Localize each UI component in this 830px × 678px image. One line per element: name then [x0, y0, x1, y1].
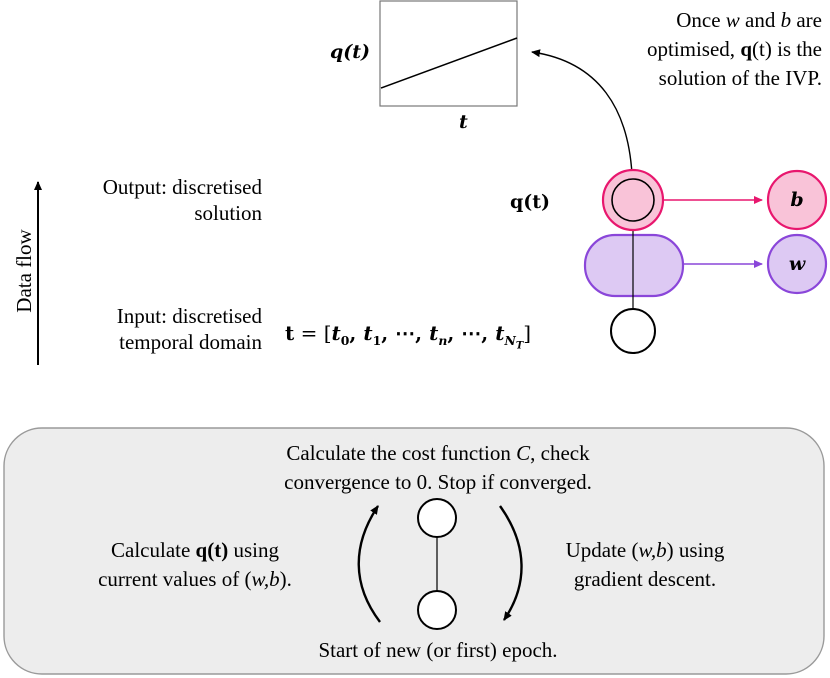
- w-param-label: w: [788, 253, 806, 275]
- epoch-start-step: Start of new (or first) epoch.: [318, 638, 558, 662]
- output-to-plot-arrow: [531, 49, 633, 175]
- output-symbol: q(t): [510, 191, 551, 213]
- plot-y-label: q(t): [330, 41, 371, 63]
- hidden-layer-node: [583, 233, 685, 298]
- output-description: Output: discretised solution: [102, 175, 262, 225]
- data-flow-label: Data flow: [12, 229, 36, 313]
- gradient-descent-step: Update (w,b) using gradient descent.: [565, 538, 725, 591]
- loop-bottom-node: [417, 590, 457, 630]
- solution-plot-frame: [379, 0, 518, 107]
- w-param-node: [766, 233, 828, 295]
- forward-pass-step: Calculate q(t) using current values of (…: [98, 538, 292, 591]
- ivp-caption: Once w and b are optimised, q(t) is the …: [646, 8, 822, 90]
- input-node: [610, 308, 656, 354]
- input-description: Input: discretised temporal domain: [116, 304, 262, 354]
- b-param-node: [766, 169, 828, 231]
- training-loop-panel: [3, 427, 825, 675]
- input-vector-expression: t = [t0, t1, ⋯, tn, ⋯, tNT]: [285, 321, 531, 352]
- plot-x-label: t: [459, 111, 468, 133]
- output-node-inner: [611, 178, 655, 222]
- loop-top-node: [417, 498, 457, 538]
- loop-left-arrow: [357, 505, 381, 623]
- b-param-label: b: [790, 189, 804, 211]
- loop-right-arrow: [499, 505, 523, 621]
- cost-function-step: Calculate the cost function C, check con…: [284, 441, 592, 494]
- solution-plot-line: [380, 37, 518, 89]
